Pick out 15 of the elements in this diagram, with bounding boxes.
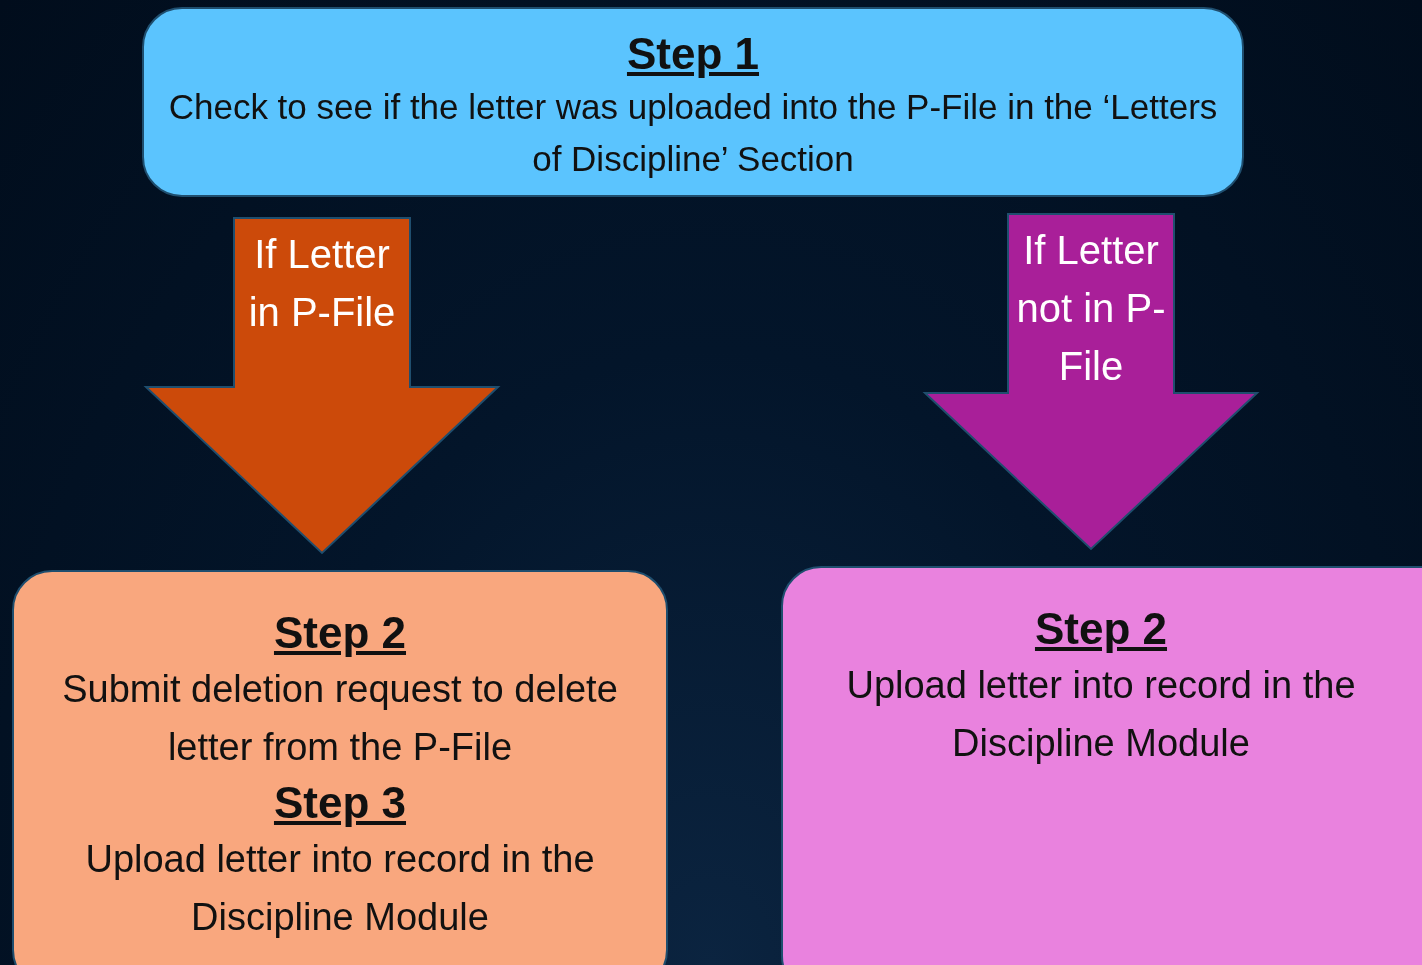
step-heading: Step 2 <box>1034 603 1167 655</box>
step-heading: Step 1 <box>626 28 759 80</box>
step-description: Check to see if the letter was uploaded into the P-File in the ‘Letters of Discipline’ Section <box>167 86 1219 180</box>
step-box <box>142 7 1244 197</box>
step-box <box>12 570 668 965</box>
edge-label: If Letter not in P-File <box>1016 227 1166 390</box>
step-description: Upload letter into record in the Discipline Module <box>845 663 1357 766</box>
step-heading: Step 3 <box>273 777 406 829</box>
step-description: Upload letter into record in the Discipline Module <box>84 837 596 940</box>
edge-label: If Letter in P-File <box>247 231 397 336</box>
block-arrow <box>924 213 1260 551</box>
step-heading: Step 2 <box>273 607 406 659</box>
block-arrow <box>145 217 501 555</box>
step-box <box>781 566 1422 965</box>
step-description: Submit deletion request to delete letter from the P-File <box>61 667 619 770</box>
